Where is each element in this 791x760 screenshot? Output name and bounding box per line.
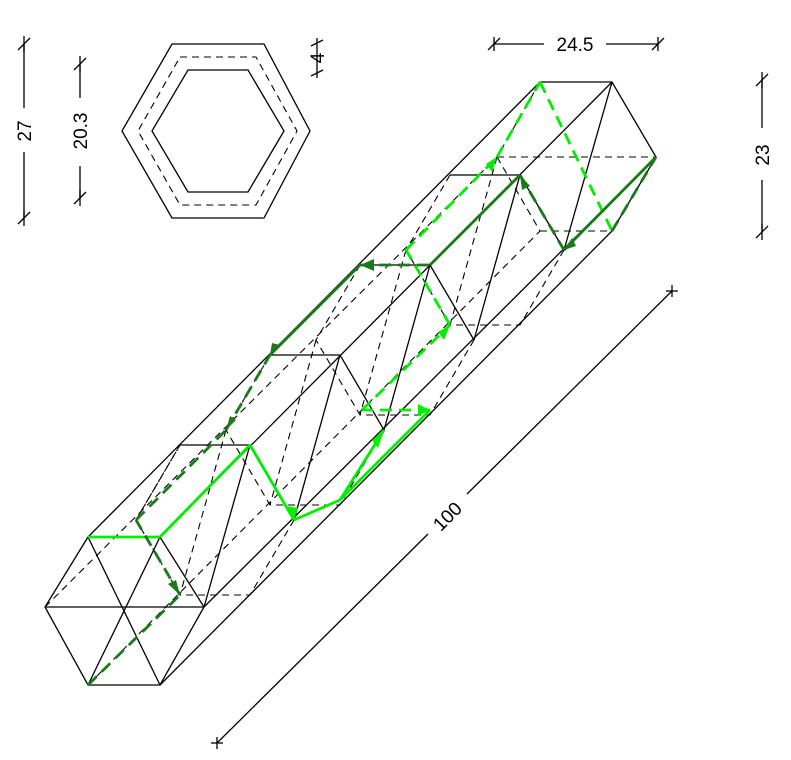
dimension-label-4: 4: [308, 52, 329, 63]
dimension-hexagon-width: 24.5: [487, 35, 665, 56]
dimension-label-23: 23: [753, 144, 774, 165]
dimension-label-27: 27: [15, 120, 36, 141]
hexagon-outer-outline: [121, 43, 311, 219]
arrowhead-bright-5: [486, 157, 497, 172]
truss-frame: [44, 81, 657, 686]
dimension-label-20-3: 20.3: [71, 113, 92, 150]
arrowhead-dark-3: [270, 343, 280, 355]
arrowhead-bright-2: [372, 430, 384, 448]
dimension-wall-thickness: 4: [308, 38, 329, 78]
arrowhead-bright-3: [418, 404, 430, 416]
arrowhead-dark-2: [226, 416, 236, 430]
dimension-side-height: 23: [753, 72, 774, 240]
hexagon-cross-section: [121, 43, 311, 219]
bright-green-load-path: [88, 81, 614, 539]
hexagon-middle-outline: [137, 56, 298, 206]
arrowhead-bright-4: [438, 325, 450, 340]
dimension-label-100: 100: [429, 498, 466, 535]
dimension-label-24-5: 24.5: [557, 35, 594, 56]
arrowhead-bright-1: [286, 506, 298, 520]
dimension-outer-height: 27: [15, 36, 36, 226]
hexagon-inner-outline: [151, 69, 285, 193]
arrowhead-dark-6: [564, 238, 576, 250]
dimension-inner-height: 20.3: [71, 56, 92, 206]
arrowhead-dark-5: [520, 175, 530, 190]
arrowhead-dark-1: [168, 580, 180, 595]
truss-hidden-lines: [44, 81, 656, 686]
dark-green-load-path: [87, 156, 658, 687]
arrowhead-dark-4: [360, 259, 374, 271]
